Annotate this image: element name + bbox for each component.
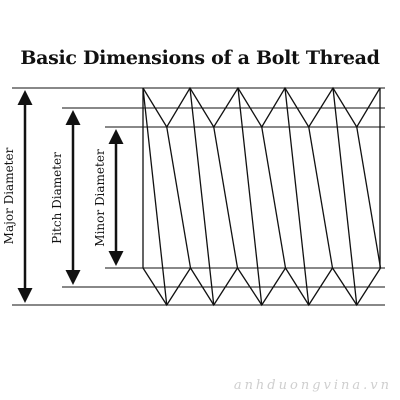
- crest-helix-line: [284, 87, 310, 306]
- major-diameter-label: Major Diameter: [2, 147, 16, 244]
- root-helix-line: [261, 126, 287, 269]
- root-helix-line: [166, 126, 192, 269]
- root-helix-line: [213, 126, 239, 269]
- root-helix-line: [308, 126, 334, 269]
- reference-lines: [12, 87, 385, 306]
- thread-profile: [142, 86, 382, 307]
- watermark-text: anhduongvina.vn: [233, 378, 392, 393]
- crest-helix-line: [189, 87, 215, 306]
- root-helix-line: [356, 126, 382, 269]
- crest-helix-line: [237, 87, 263, 306]
- crest-helix-line: [142, 87, 168, 306]
- pitch-diameter-label: Pitch Diameter: [50, 152, 64, 244]
- diagram-title: Basic Dimensions of a Bolt Thread: [20, 47, 380, 69]
- minor-diameter-label: Minor Diameter: [93, 149, 107, 247]
- crest-helix-line: [332, 87, 358, 306]
